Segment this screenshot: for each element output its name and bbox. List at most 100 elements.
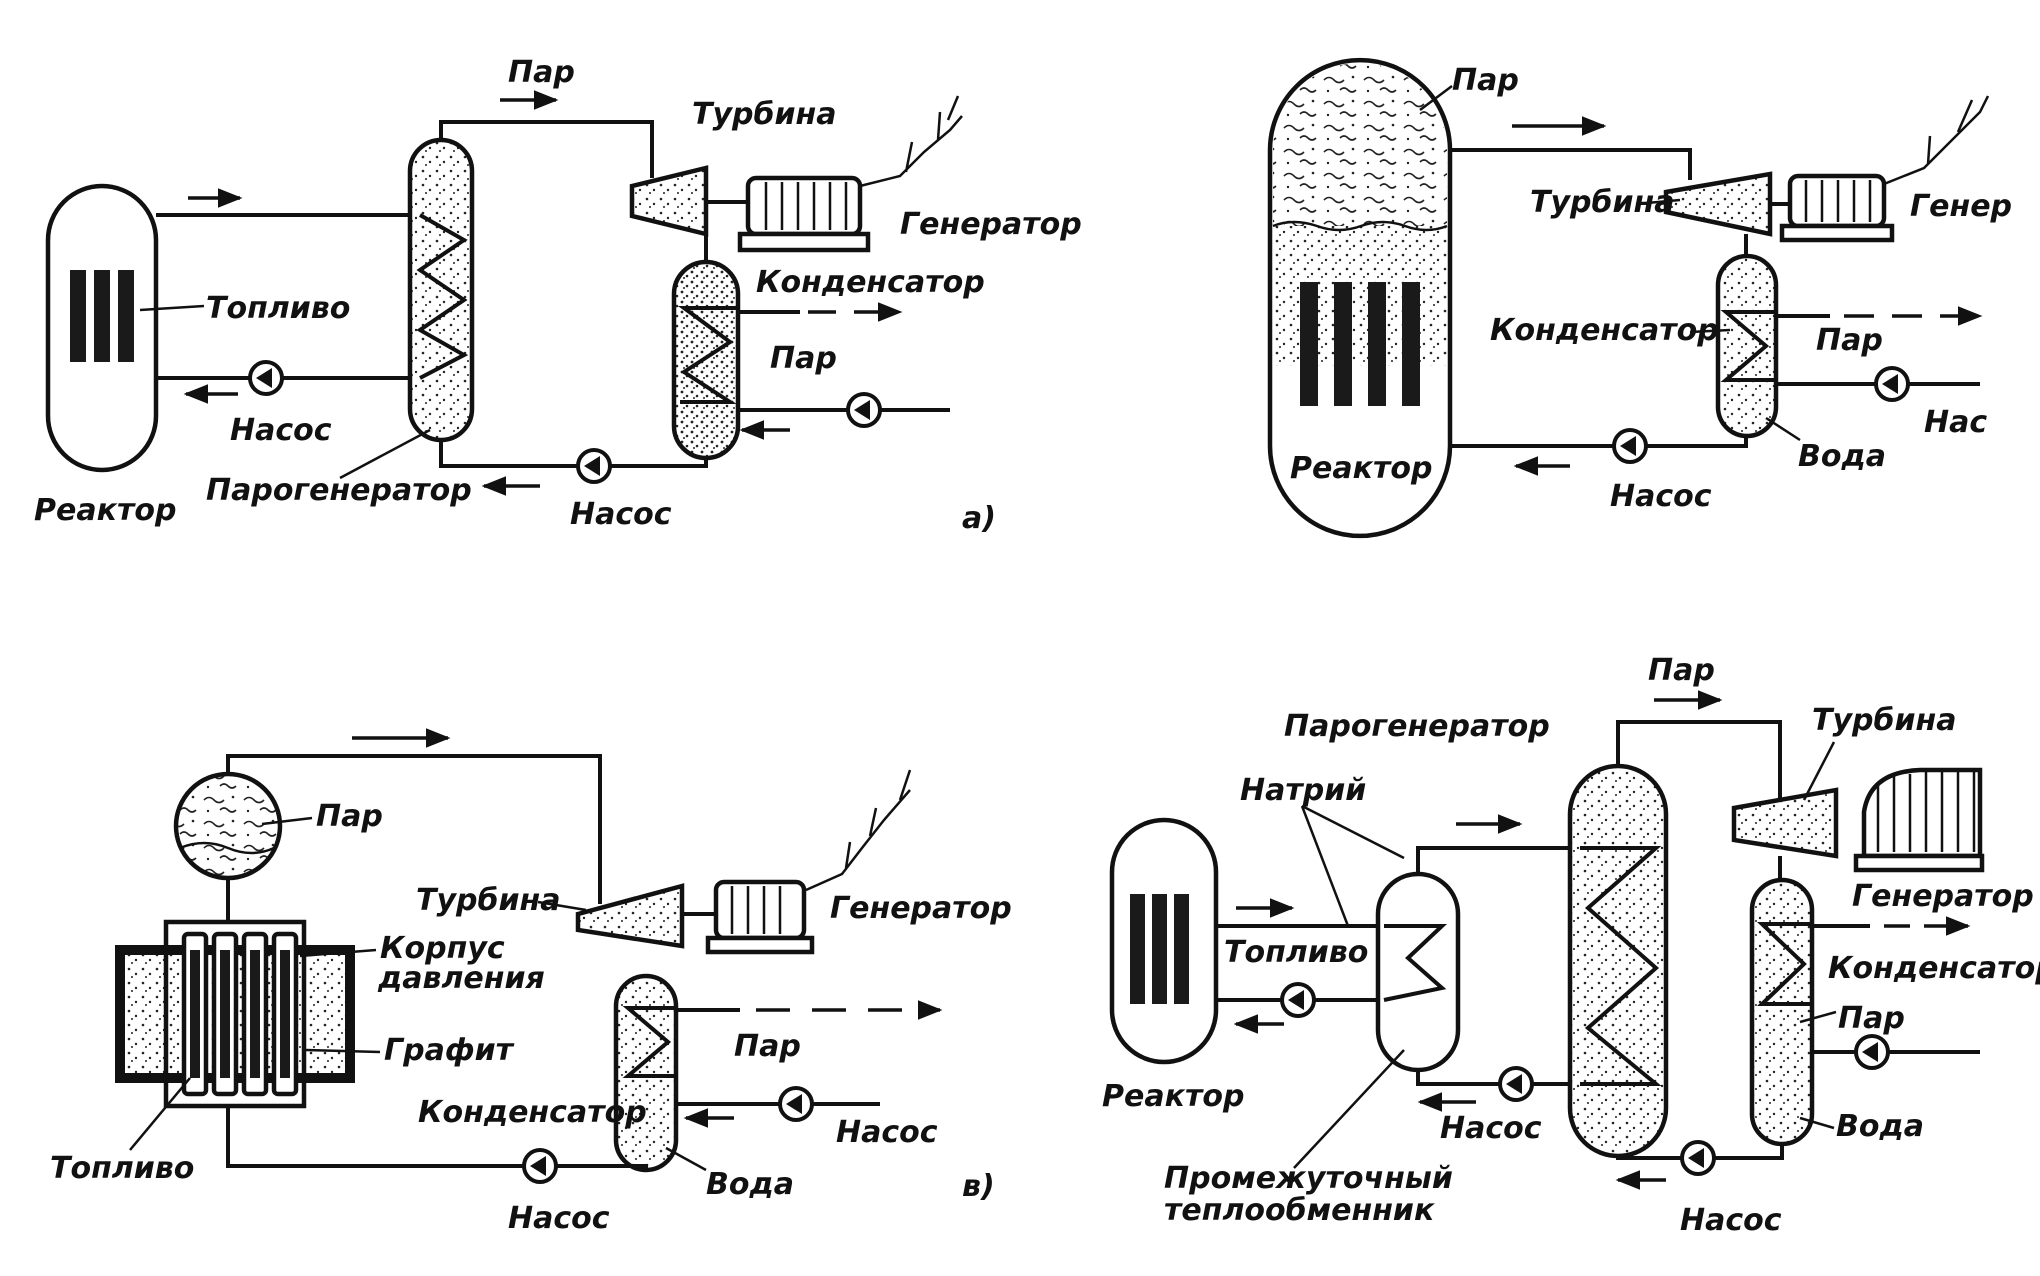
water-label: Вода bbox=[706, 1167, 794, 1202]
steam-label: Пар bbox=[316, 799, 383, 834]
water-label: Вода bbox=[1798, 439, 1886, 474]
pressure-vessel-label: Корпус bbox=[380, 931, 505, 966]
pump-label: Нас bbox=[1924, 405, 1987, 440]
condenser-steam-label: Пар bbox=[734, 1029, 801, 1064]
steam-label: Пар bbox=[508, 55, 575, 90]
generator-label: Генер bbox=[1910, 189, 2012, 224]
sodium-label: Натрий bbox=[1240, 773, 1366, 808]
panel-tag: а) bbox=[962, 501, 996, 536]
pump bbox=[1680, 1140, 1716, 1176]
generator-label: Генератор bbox=[1852, 879, 2034, 914]
turbine-label: Турбина bbox=[692, 97, 836, 132]
condenser-label: Конденсатор bbox=[1828, 951, 2040, 986]
fuel-rod bbox=[1130, 894, 1145, 1004]
power-line bbox=[859, 95, 963, 188]
condenser-label: Конденсатор bbox=[1490, 313, 1719, 348]
fuel-rod bbox=[280, 950, 290, 1078]
condenser-steam-label: Пар bbox=[1838, 1001, 1905, 1036]
intermediate-heat-exchanger bbox=[1375, 871, 1461, 1073]
fuel-rod bbox=[1402, 282, 1420, 406]
pump bbox=[1854, 1034, 1890, 1070]
fuel-rod bbox=[1174, 894, 1189, 1004]
pump bbox=[1498, 1066, 1534, 1102]
generator-label: Генератор bbox=[830, 891, 1012, 926]
intermediate-hx-label: Промежуточный bbox=[1164, 1161, 1453, 1196]
condenser-label: Конденсатор bbox=[418, 1095, 647, 1130]
intermediate-hx-label: теплообменник bbox=[1164, 1193, 1435, 1228]
steam-generator-label: Парогенератор bbox=[1284, 709, 1550, 744]
turbine bbox=[1731, 787, 1839, 859]
generator bbox=[705, 879, 815, 955]
fuel-rod bbox=[250, 950, 260, 1078]
generator bbox=[1779, 173, 1895, 243]
pump bbox=[1612, 428, 1648, 464]
heat-exchanger-coil bbox=[1383, 924, 1448, 1002]
pump bbox=[778, 1086, 814, 1122]
turbine bbox=[575, 883, 685, 949]
condenser-coil bbox=[677, 306, 738, 404]
pump bbox=[1874, 366, 1910, 402]
pump bbox=[1280, 982, 1316, 1018]
steam-space bbox=[1273, 63, 1447, 226]
panel-d: Пар Парогенератор Турбина Натрий Генерат… bbox=[1102, 653, 2040, 1238]
pump bbox=[248, 360, 284, 396]
condenser-label: Конденсатор bbox=[756, 265, 985, 300]
steam-drum bbox=[173, 771, 283, 881]
steam-label: Пар bbox=[1648, 653, 1715, 688]
generator bbox=[737, 175, 871, 253]
pump bbox=[846, 392, 882, 428]
pump-label: Насос bbox=[1610, 479, 1712, 514]
pump-label: Насос bbox=[1440, 1111, 1542, 1146]
turbine bbox=[1663, 171, 1773, 237]
steam-generator bbox=[1567, 763, 1669, 1159]
fuel-rod bbox=[220, 950, 230, 1078]
generator bbox=[1853, 767, 1985, 873]
condenser-coil bbox=[1757, 922, 1812, 1006]
power-line bbox=[1883, 95, 1990, 186]
reactor-label: Реактор bbox=[34, 493, 176, 528]
pump-label: Насос bbox=[570, 497, 672, 532]
condenser-coil bbox=[1720, 310, 1776, 382]
fuel-rod bbox=[1152, 894, 1167, 1004]
reactor-label: Реактор bbox=[1290, 451, 1432, 486]
panel-c: Пар Турбина Генератор Корпус давления Гр… bbox=[50, 728, 1012, 1236]
reactor-label: Реактор bbox=[1102, 1079, 1244, 1114]
fuel-rod bbox=[1300, 282, 1318, 406]
fuel-rod bbox=[190, 950, 200, 1078]
water-label: Вода bbox=[1836, 1109, 1924, 1144]
steam-generator bbox=[407, 137, 475, 443]
power-line bbox=[805, 769, 912, 892]
fuel-rod bbox=[1368, 282, 1386, 406]
fuel-label: Топливо bbox=[206, 291, 350, 326]
panel-a: Пар Турбина Генератор Топливо Конденсато… bbox=[34, 55, 1082, 536]
condenser-steam-label: Пар bbox=[1816, 323, 1883, 358]
fuel-rod bbox=[118, 270, 134, 362]
fuel-rod bbox=[1334, 282, 1352, 406]
pump-label: Насос bbox=[230, 413, 332, 448]
pressure-vessel bbox=[163, 919, 307, 1109]
fuel-label: Топливо bbox=[50, 1151, 194, 1186]
turbine bbox=[629, 165, 709, 237]
condenser-steam-label: Пар bbox=[770, 341, 837, 376]
turbine-label: Турбина bbox=[1812, 703, 1956, 738]
panel-tag: в) bbox=[962, 1169, 995, 1204]
graphite-label: Графит bbox=[384, 1033, 515, 1068]
turbine-label: Турбина bbox=[416, 883, 560, 918]
heat-exchanger-coil bbox=[1580, 846, 1662, 1086]
generator-label: Генератор bbox=[900, 207, 1082, 242]
fuel-label: Топливо bbox=[1224, 935, 1368, 970]
pump-label: Насос bbox=[836, 1115, 938, 1150]
heat-exchanger-coil bbox=[416, 213, 469, 380]
steam-label: Пар bbox=[1452, 63, 1519, 98]
condenser bbox=[1749, 877, 1815, 1147]
pump bbox=[522, 1148, 558, 1184]
pump-label: Насос bbox=[1680, 1203, 1782, 1238]
panel-b: Пар Турбина Генер Конденсатор Пар Нас Во… bbox=[1267, 57, 2012, 539]
steam-generator-label: Парогенератор bbox=[206, 473, 472, 508]
pump bbox=[576, 448, 612, 484]
pressure-vessel-label: давления bbox=[377, 961, 545, 996]
condenser-coil bbox=[622, 1006, 676, 1078]
fuel-rod bbox=[70, 270, 86, 362]
pump-label: Насос bbox=[508, 1201, 610, 1236]
